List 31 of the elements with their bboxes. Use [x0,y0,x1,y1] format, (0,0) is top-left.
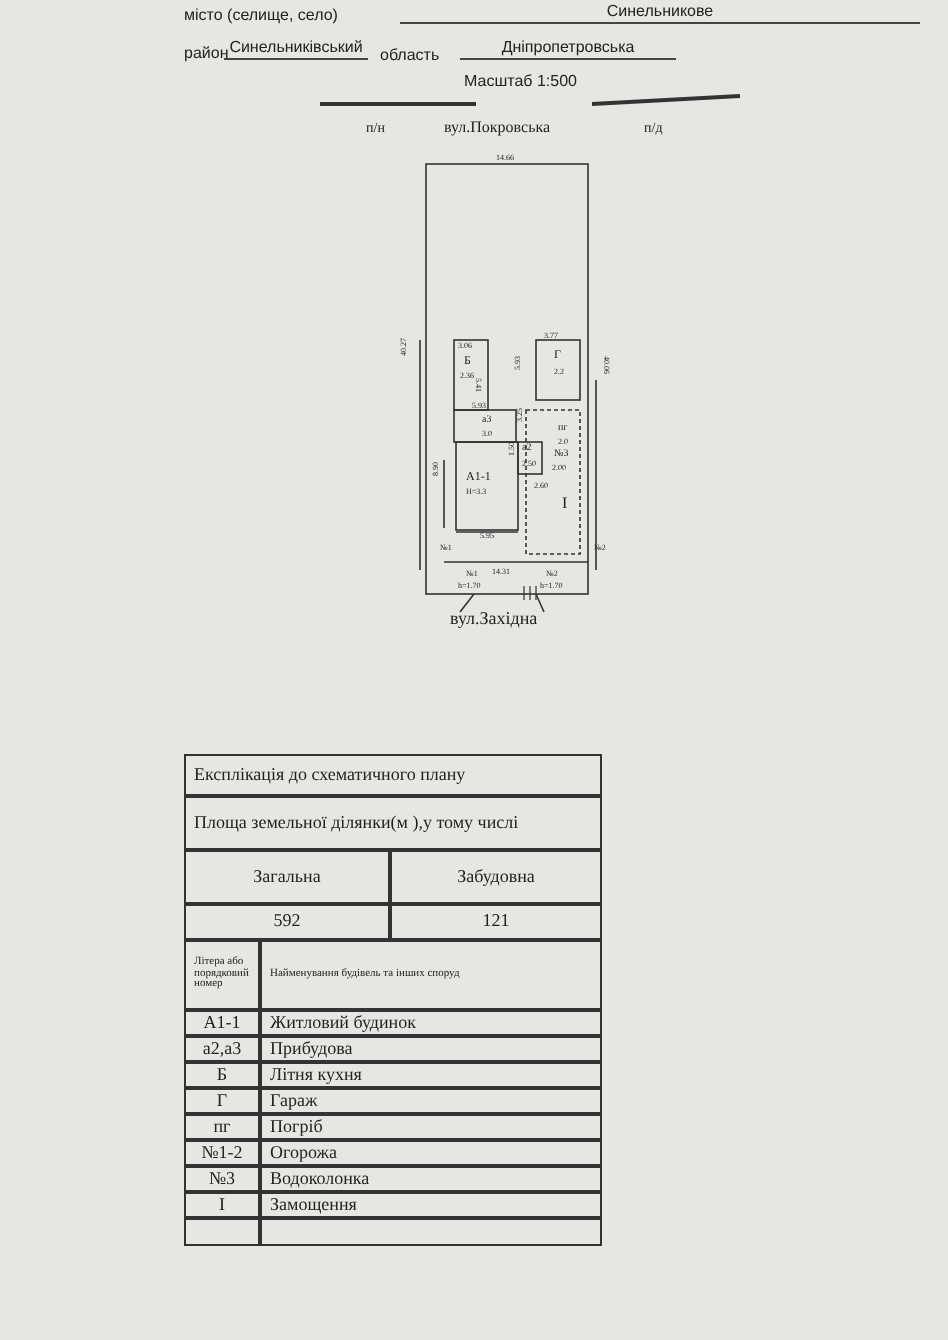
table-cell: Водоколонка [260,1166,602,1192]
table-cell: Забудовна [390,850,602,904]
scale-label: Масштаб 1:500 [464,74,577,90]
table-cell: Прибудова [260,1036,602,1062]
table-cell: Площа земельної ділянки(м ),у тому числі [184,796,602,850]
field-label: район [184,46,229,62]
table-cell: I [184,1192,260,1218]
table-cell: Літня кухня [260,1062,602,1088]
table-cell: Б [184,1062,260,1088]
table-title: Експлікація до схематичного плану [184,754,602,796]
area-letter: I [562,496,568,512]
field-label: область [380,48,440,64]
table-cell: Огорожа [260,1140,602,1166]
table-cell: Замощення [260,1192,602,1218]
place-name: Синельникове [400,4,920,24]
field-label: місто (селище, село) [184,8,338,24]
table-cell: а2,а3 [184,1036,260,1062]
table-cell: Загальна [184,850,390,904]
table-cell: 592 [184,904,390,940]
place-name: Дніпропетровська [460,40,676,60]
table-cell: №3 [184,1166,260,1192]
table-cell: Гараж [260,1088,602,1114]
table-cell: Г [184,1088,260,1114]
street-name: вул.Покровська [444,120,551,136]
table-cell: №1-2 [184,1140,260,1166]
table-cell: Погріб [260,1114,602,1140]
street-name: вул.Західна [450,610,538,628]
table-cell: пг [184,1114,260,1140]
table-cell: 121 [390,904,602,940]
table-cell: А1-1 [184,1010,260,1036]
table-cell: Житловий будинок [260,1010,602,1036]
